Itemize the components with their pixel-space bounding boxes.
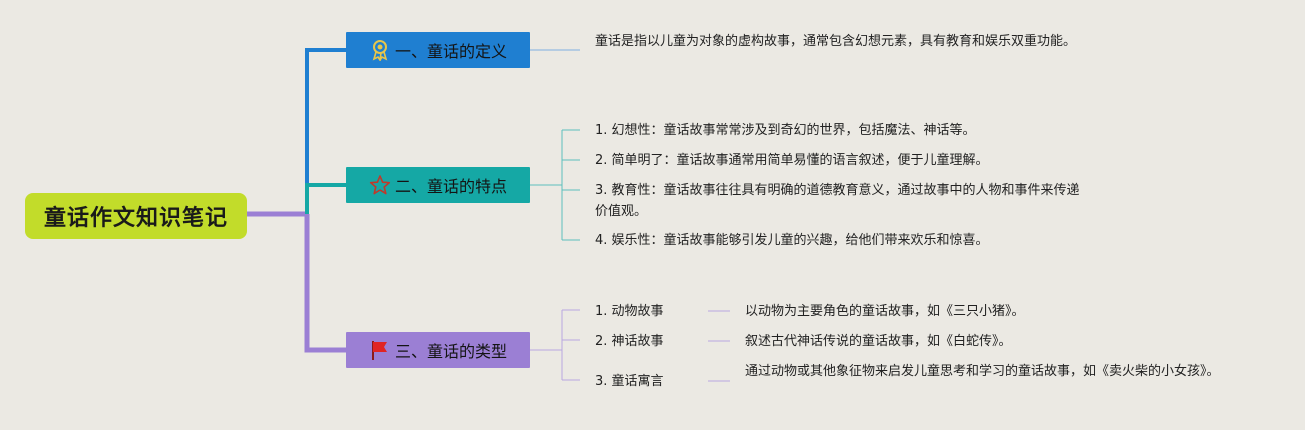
connector-branch-2: [305, 183, 346, 214]
feature-item-3: 3. 教育性：童话故事往往具有明确的道德教育意义，通过故事中的人物和事件来传递价…: [595, 183, 1080, 219]
connector-leaf-2: [530, 129, 580, 241]
feature-item-2: 2. 简单明了：童话故事通常用简单易懂的语言叙述，便于儿童理解。: [595, 153, 989, 168]
branch-features[interactable]: 二、童话的特点: [346, 167, 530, 203]
type-item-3: 3. 童话寓言: [595, 374, 664, 389]
branch-types[interactable]: 三、童话的类型: [346, 332, 530, 368]
branch-label-features: 二、童话的特点: [394, 177, 507, 196]
type-item-1: 1. 动物故事: [595, 304, 664, 319]
feature-item-1: 1. 幻想性：童话故事常常涉及到奇幻的世界，包括魔法、神话等。: [595, 123, 976, 138]
connector-branch-1: [305, 48, 346, 214]
connector-leaf-3: [530, 309, 580, 381]
feature-item-4: 4. 娱乐性：童话故事能够引发儿童的兴趣，给他们带来欢乐和惊喜。: [595, 233, 989, 248]
branch-definition[interactable]: 一、童话的定义: [346, 32, 530, 68]
type-detail-1: 以动物为主要角色的童话故事，如《三只小猪》。: [745, 304, 1025, 319]
star-outline-icon: [369, 174, 391, 196]
root-topic[interactable]: 童话作文知识笔记: [25, 193, 247, 239]
branch-label-types: 三、童话的类型: [394, 342, 507, 361]
connector-detail-3: [708, 310, 730, 382]
red-flag-icon: [369, 339, 391, 361]
type-item-2: 2. 神话故事: [595, 334, 664, 349]
type-detail-3: 通过动物或其他象征物来启发儿童思考和学习的童话故事，如《卖火柴的小女孩》。: [745, 364, 1220, 379]
branch-label-definition: 一、童话的定义: [394, 42, 507, 61]
connector-branch-3: [304, 214, 346, 353]
root-title: 童话作文知识笔记: [43, 206, 228, 231]
definition-text: 童话是指以儿童为对象的虚构故事，通常包含幻想元素，具有教育和娱乐双重功能。: [595, 34, 1077, 49]
ribbon-award-icon: [369, 39, 391, 63]
type-detail-2: 叙述古代神话传说的童话故事，如《白蛇传》。: [745, 334, 1012, 349]
